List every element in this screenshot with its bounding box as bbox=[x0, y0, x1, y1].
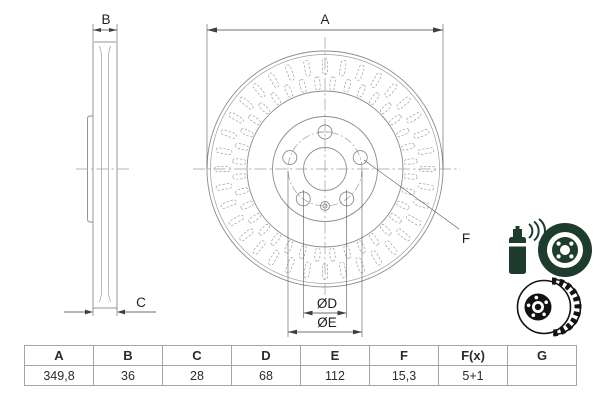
dimensions: A B C ØD bbox=[64, 12, 470, 337]
table-value-row: 349,8 36 28 68 112 15,3 5+1 bbox=[24, 365, 577, 386]
dim-label-f: F bbox=[462, 231, 470, 246]
col-header-fx: F(x) bbox=[438, 345, 508, 366]
dimension-table: A B C D E F F(x) G 349,8 36 28 68 112 15… bbox=[24, 345, 577, 386]
dim-label-a: A bbox=[320, 12, 329, 27]
col-header-b: B bbox=[93, 345, 163, 366]
coating-spray-icon bbox=[509, 218, 592, 277]
table-header-row: A B C D E F F(x) G bbox=[24, 345, 577, 366]
col-header-f: F bbox=[369, 345, 439, 366]
f-leader-line bbox=[363, 159, 460, 230]
value-c: 28 bbox=[162, 365, 232, 386]
dim-label-b: B bbox=[101, 12, 110, 27]
side-view bbox=[76, 41, 132, 309]
dim-label-oe: ØE bbox=[317, 315, 337, 330]
value-fx: 5+1 bbox=[438, 365, 508, 386]
value-d: 68 bbox=[231, 365, 301, 386]
dim-label-c: C bbox=[136, 295, 146, 310]
col-header-e: E bbox=[300, 345, 370, 366]
col-header-a: A bbox=[24, 345, 94, 366]
col-header-c: C bbox=[162, 345, 232, 366]
value-g bbox=[507, 365, 577, 386]
dim-label-od: ØD bbox=[317, 296, 338, 311]
vented-disc-3d-icon bbox=[516, 277, 582, 337]
value-e: 112 bbox=[300, 365, 370, 386]
value-b: 36 bbox=[93, 365, 163, 386]
value-a: 349,8 bbox=[24, 365, 94, 386]
vent-slots bbox=[214, 58, 436, 280]
value-f: 15,3 bbox=[369, 365, 439, 386]
col-header-g: G bbox=[507, 345, 577, 366]
front-view bbox=[193, 37, 460, 298]
col-header-d: D bbox=[231, 345, 301, 366]
